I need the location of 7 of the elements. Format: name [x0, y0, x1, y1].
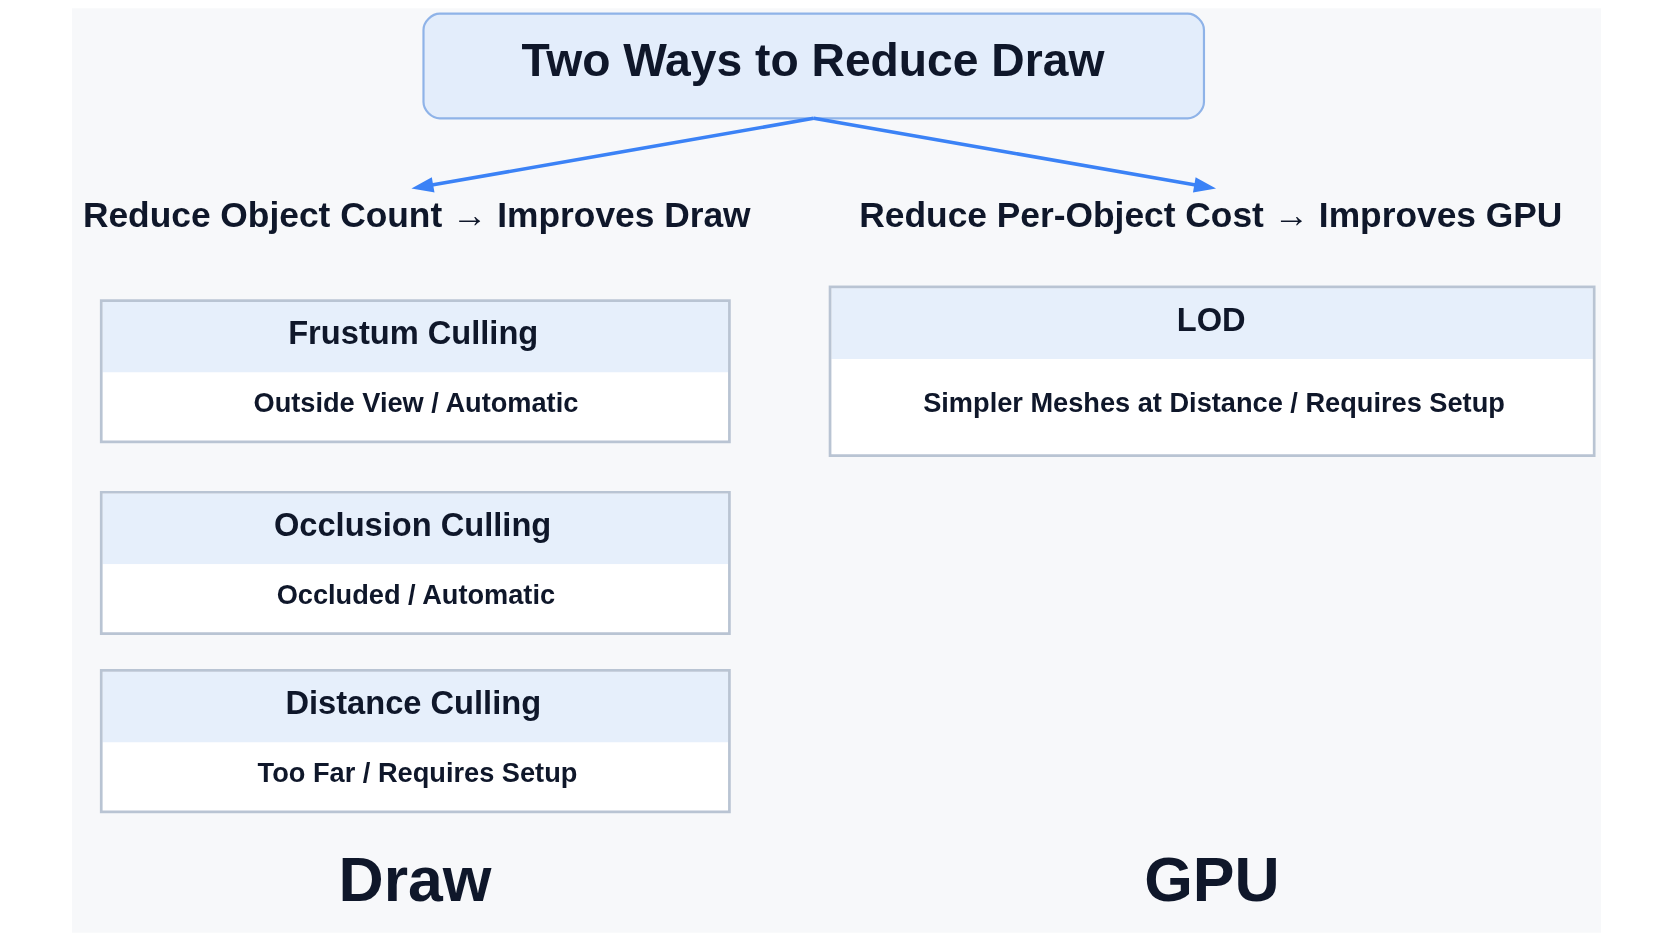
node-box: Two Ways to Reduce Draw — [421, 12, 1205, 120]
arrow — [812, 116, 1216, 193]
label: Draw — [338, 844, 491, 915]
node-text: Reduce Object Count → Improves Draw — [82, 194, 751, 234]
label: GPU — [1143, 844, 1280, 915]
node-text: Reduce Per-Object Cost → Improves GPU — [858, 194, 1562, 234]
arrow — [410, 116, 814, 193]
